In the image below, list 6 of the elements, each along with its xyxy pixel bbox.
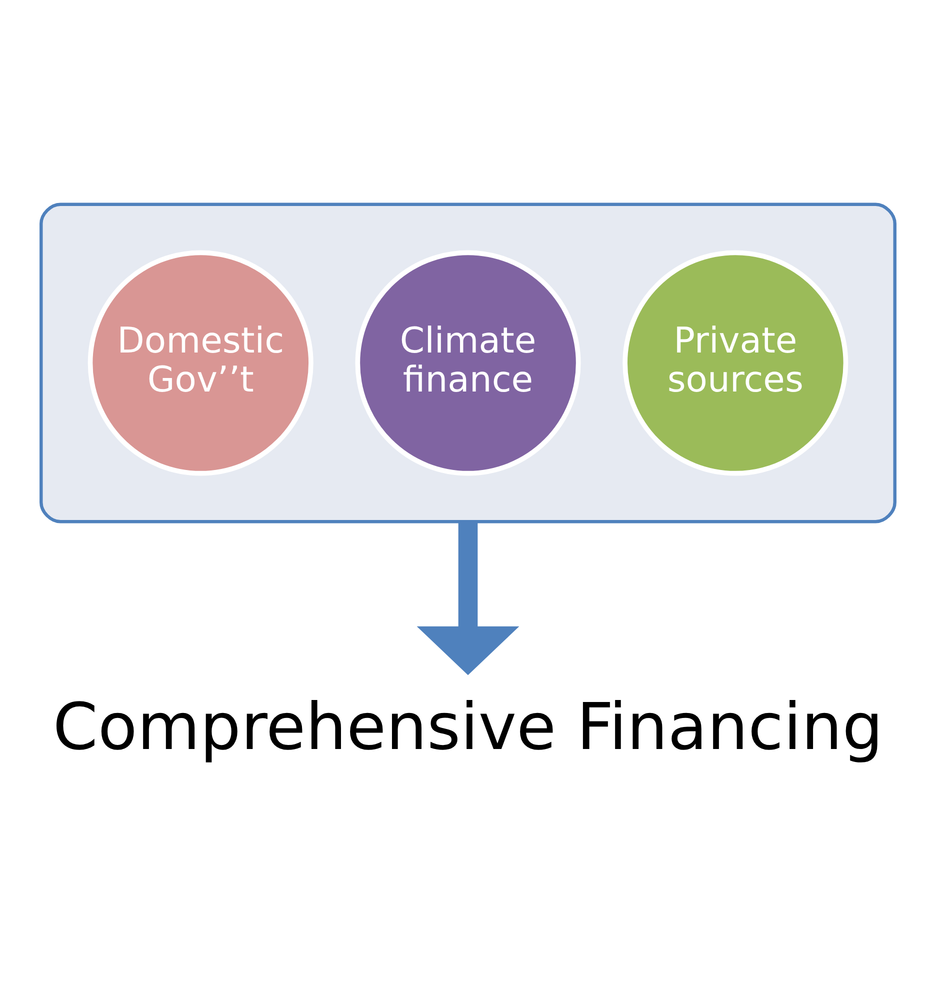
cluster: [40, 202, 896, 523]
node-circle: Climate finance: [355, 250, 581, 476]
node-text: Comprehensive Financing: [52, 689, 884, 764]
node-circle: Private sources: [622, 250, 848, 476]
node-circle: Domestic Gov’’t: [88, 250, 314, 476]
arrow: [416, 521, 520, 675]
